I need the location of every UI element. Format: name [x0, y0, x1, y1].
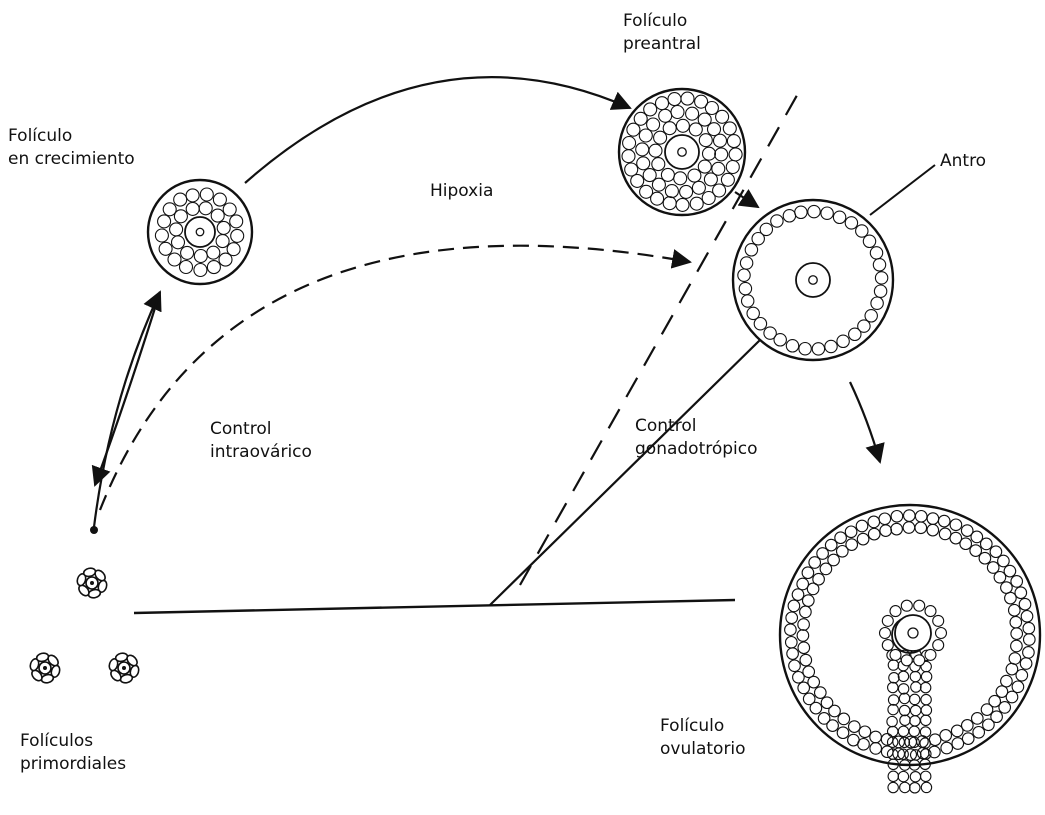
origin-dot [90, 526, 98, 534]
ovulatory-oocyte [895, 615, 931, 651]
primordial-follicle-2 [29, 652, 61, 684]
label-antrum: Antro [940, 150, 986, 173]
preantral-follicle-oocyte [665, 135, 699, 169]
antral-follicle [733, 200, 893, 360]
antral-follicle-oocyte [796, 263, 830, 297]
growing-follicle [148, 180, 252, 284]
label-hypoxia: Hipoxia [430, 180, 493, 203]
primordial-follicle-3 [108, 652, 140, 684]
gonadotropic-control-line [490, 340, 760, 605]
antrum-pointer-line [870, 165, 935, 215]
growing-follicle-oocyte [185, 217, 215, 247]
diagram-follicles [29, 89, 1040, 793]
arrow-growing-to-preantral [245, 77, 630, 183]
primordial-follicle-1 [76, 567, 108, 599]
arrow-antral-to-ovulatory [850, 382, 880, 462]
ovulatory-follicle [780, 505, 1040, 793]
arrow-feedback-to-primordial [95, 292, 160, 485]
preantral-follicle [619, 89, 745, 215]
baseline [134, 600, 735, 613]
arrow-primordial-to-growing [94, 292, 160, 527]
arrow-hypoxia-dashed [100, 246, 690, 510]
